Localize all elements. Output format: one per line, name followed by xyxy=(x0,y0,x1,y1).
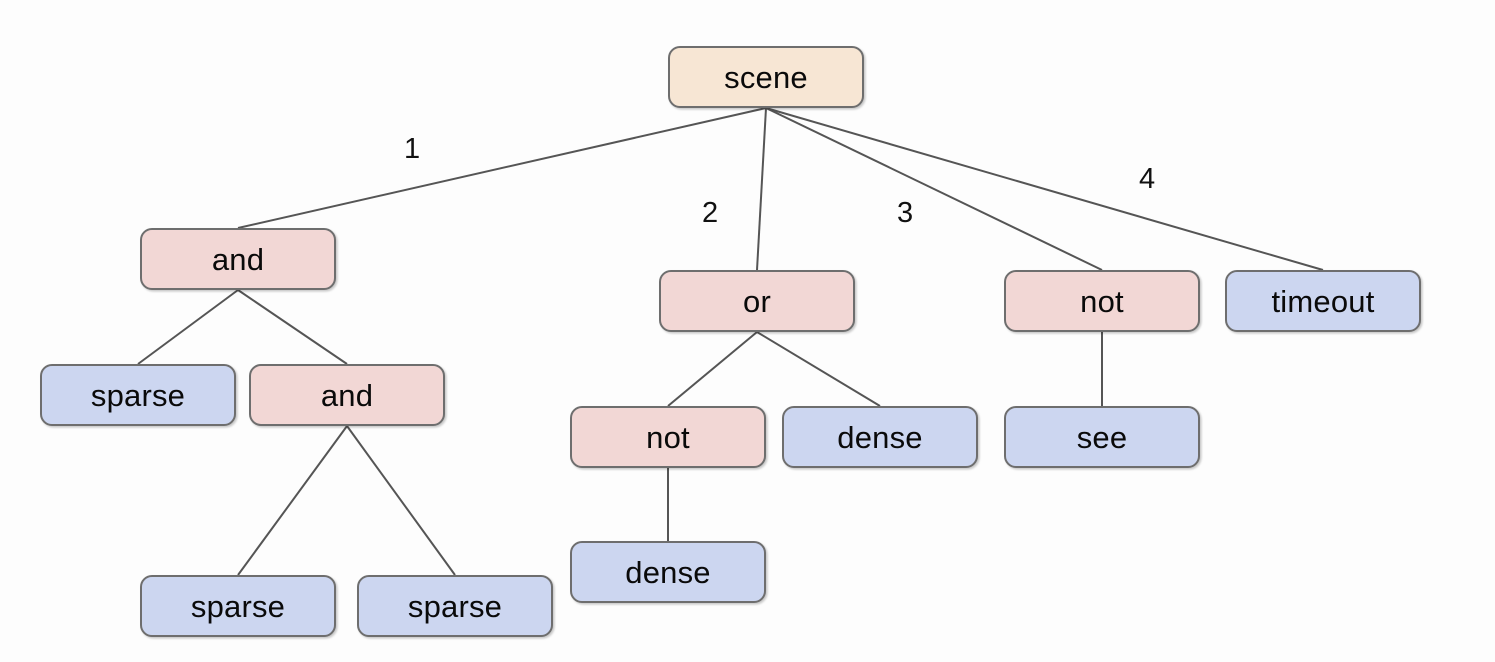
edge-scene-to-or_1 xyxy=(756,107,767,271)
edge-or_1-to-dense_2 xyxy=(756,331,881,407)
edge-and_2-to-sparse_3 xyxy=(346,425,456,576)
edge-label-2: 2 xyxy=(702,197,719,229)
node-label: and xyxy=(320,377,374,413)
edge-and_1-to-sparse_1 xyxy=(137,289,239,365)
node-sparse-1[interactable]: sparse xyxy=(40,364,236,426)
edge-or_1-to-not_1 xyxy=(667,331,758,407)
node-label: or xyxy=(743,283,771,319)
node-label: sparse xyxy=(190,588,286,624)
node-sparse-2[interactable]: sparse xyxy=(140,575,336,637)
node-label: dense xyxy=(837,419,923,455)
node-label: not xyxy=(646,419,690,455)
edge-label-3: 3 xyxy=(897,197,914,229)
node-not-1[interactable]: not xyxy=(570,406,766,468)
node-label: and xyxy=(211,241,265,277)
node-dense-2[interactable]: dense xyxy=(782,406,978,468)
edge-and_2-to-sparse_2 xyxy=(237,425,348,576)
node-label: dense xyxy=(625,554,711,590)
node-see-1[interactable]: see xyxy=(1004,406,1200,468)
edge-scene-to-and_1 xyxy=(237,107,767,229)
edge-label-4: 4 xyxy=(1139,163,1156,195)
edge-scene-to-not_2 xyxy=(765,107,1103,271)
node-or-1[interactable]: or xyxy=(659,270,855,332)
edge-and_1-to-and_2 xyxy=(237,289,348,365)
node-label: sparse xyxy=(90,377,186,413)
node-and-2[interactable]: and xyxy=(249,364,445,426)
node-dense-1[interactable]: dense xyxy=(570,541,766,603)
node-timeout-1[interactable]: timeout xyxy=(1225,270,1421,332)
node-not-2[interactable]: not xyxy=(1004,270,1200,332)
edge-scene-to-timeout_1 xyxy=(765,107,1324,271)
node-label: see xyxy=(1076,419,1128,455)
node-label: scene xyxy=(724,59,808,95)
node-and-1[interactable]: and xyxy=(140,228,336,290)
edge-label-1: 1 xyxy=(404,133,421,165)
node-scene[interactable]: scene xyxy=(668,46,864,108)
node-label: sparse xyxy=(407,588,503,624)
node-sparse-3[interactable]: sparse xyxy=(357,575,553,637)
node-label: not xyxy=(1080,283,1124,319)
node-label: timeout xyxy=(1271,283,1375,319)
